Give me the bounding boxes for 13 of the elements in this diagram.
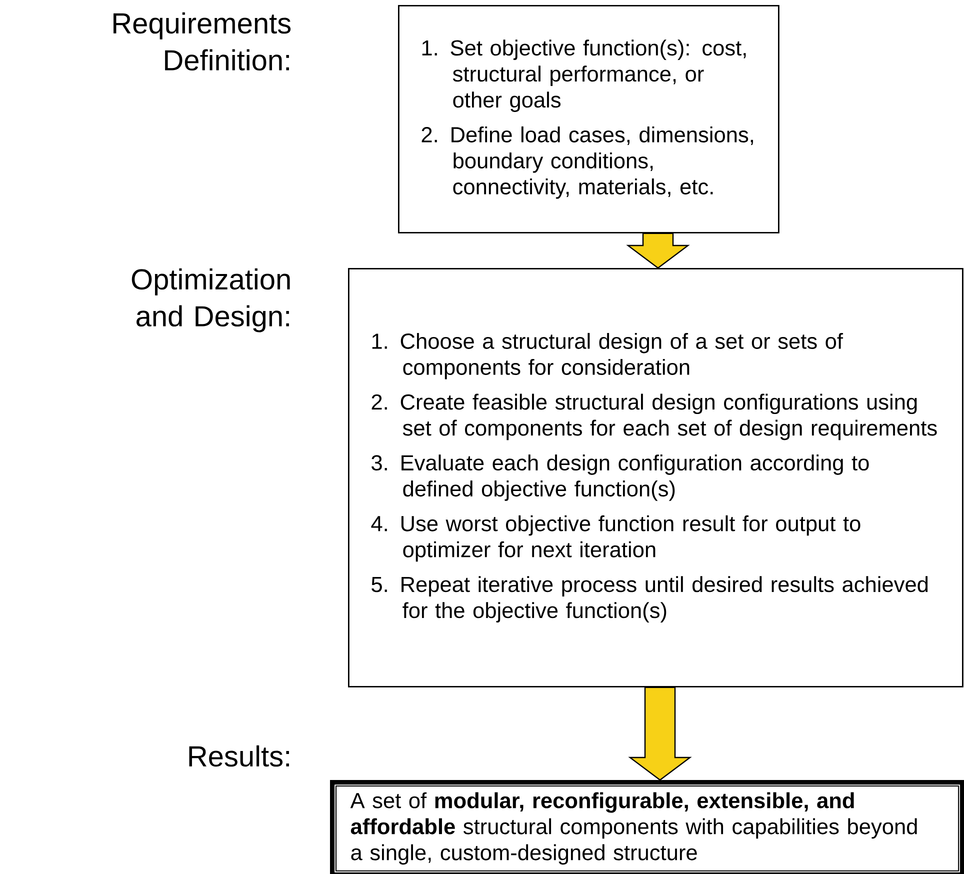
text-box: 1. Choose a structural design of a set or sets of components for consideration 2. Create feasible structural design configurations using set of components for each set of design requirements 3. Evaluate each design configuration according to defined objective function(s) 4. Use worst objective function result for output to optimizer for next iteration 5. Repeat iterative process until desired results achieved for the objective function(s) <box>348 268 964 688</box>
text-box: A set of modular, reconfigurable, extensible, and affordable structural components with capabilities beyond a single, custom-designed structure <box>330 780 964 874</box>
section-heading: Results: <box>189 745 289 767</box>
node-label: 5. Repeat iterative process until desired results achieved for the objective function(s) <box>372 576 928 622</box>
node-label: 2. Create feasible structural design configurations using set of components for each set of design requirements <box>372 394 937 440</box>
text-box: 1. Set objective function(s): cost, structural performance, or other goals 2. Define load cases, dimensions, boundary conditions, connectivity, materials, etc. <box>398 5 780 234</box>
node-label: 1. Choose a structural design of a set or sets of components for consideration <box>372 332 844 380</box>
node-label: 4. Use worst objective function result for output to optimizer for next iteration <box>371 515 860 562</box>
section-heading: Requirements Definition: <box>114 12 291 71</box>
node-label: 3. Evaluate each design configuration according to defined objective function(s) <box>372 454 869 501</box>
section-heading: Optimization and Design: <box>132 268 290 332</box>
block-arrow <box>626 232 690 269</box>
block-arrow <box>628 686 692 781</box>
